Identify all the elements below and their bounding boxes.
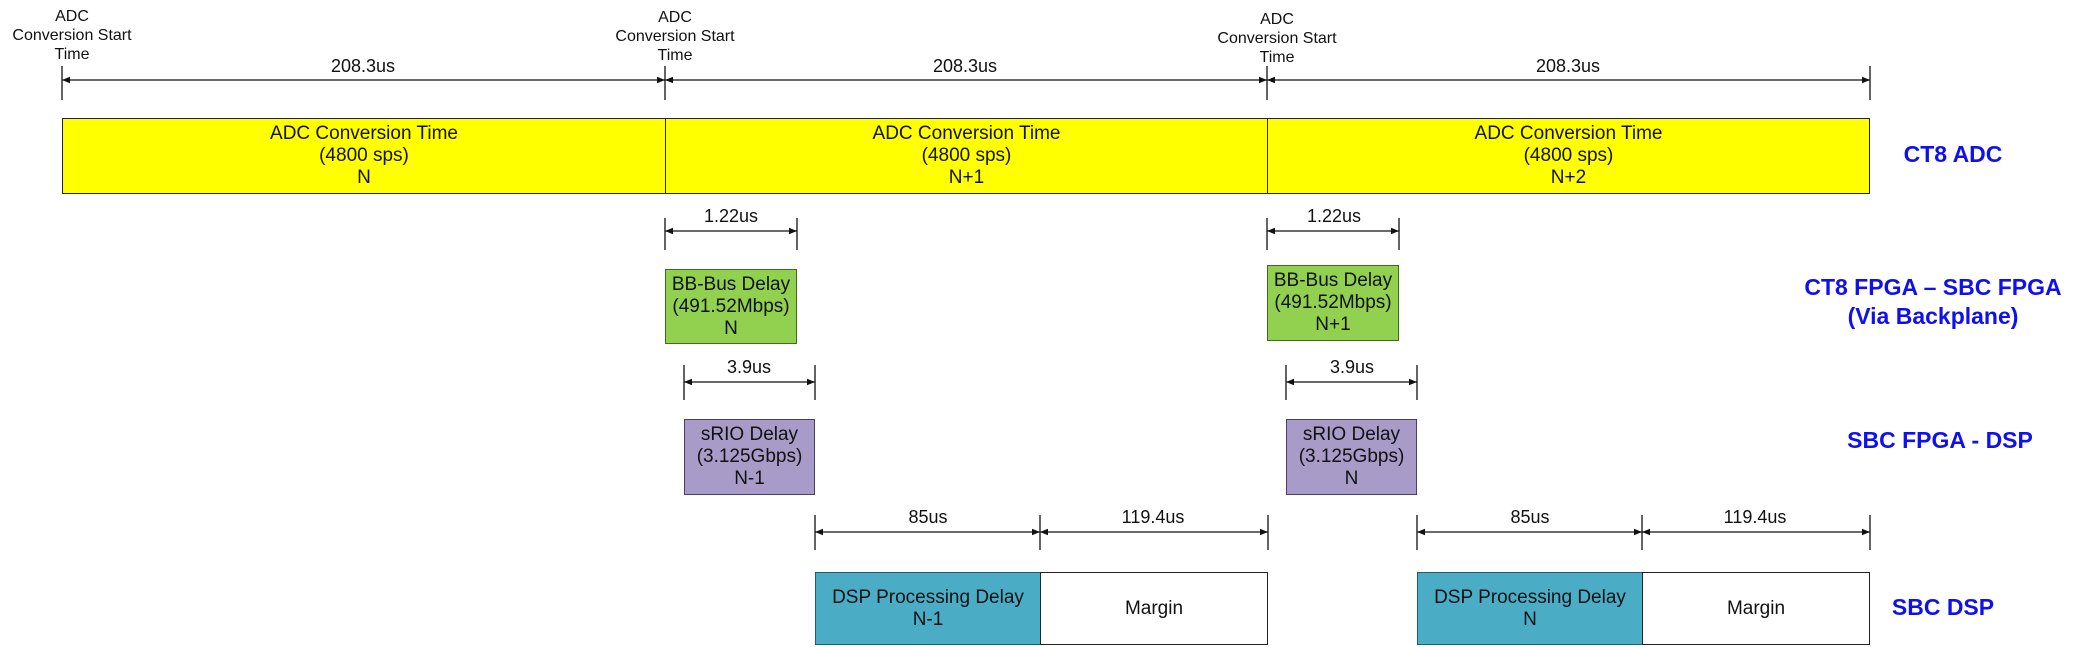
adc-start-label-2: ADC Conversion Start Time [605,8,745,65]
bb-dim-label-2: 1.22us [1306,206,1362,226]
box-text: N+2 [1550,167,1587,188]
period-dim-label-1: 208.3us [330,56,396,76]
start-label-line: ADC [55,8,89,25]
start-label-line: Conversion Start [1217,30,1337,47]
start-label-line: Conversion Start [12,27,132,44]
row-label-ct8-fpga-sbc-fpga: CT8 FPGA – SBC FPGA (Via Backplane) [1783,273,2083,331]
bb-bus-delay-box-n: BB-Bus Delay (491.52Mbps) N [665,269,797,344]
box-text: (3.125Gbps) [1298,446,1405,467]
dsp-dim-label-1: 85us [908,507,948,527]
box-text: sRIO Delay [700,424,799,445]
margin-dim-label-2: 119.4us [1723,507,1787,527]
box-text: N [1523,608,1537,630]
row-label-sbc-dsp: SBC DSP [1793,593,2092,622]
start-label-line: Time [54,46,90,63]
adc-start-label-1: ADC Conversion Start Time [2,7,142,64]
box-text: (3.125Gbps) [696,446,803,467]
srio-dim-label-2: 3.9us [1329,357,1375,377]
box-text: ADC Conversion Time [872,123,1061,144]
margin-dim-label-1: 119.4us [1121,507,1185,527]
box-text: N [724,317,738,339]
dsp-processing-box-n: DSP Processing Delay N [1417,572,1643,645]
row-label-line: (Via Backplane) [1847,303,2019,329]
box-text: BB-Bus Delay [671,273,791,295]
box-text: N-1 [912,608,944,630]
row-label-ct8-adc: CT8 ADC [1803,140,2092,169]
period-dim-label-2: 208.3us [932,56,998,76]
box-text: (4800 sps) [319,145,409,166]
margin-box-1: Margin [1040,572,1268,645]
bb-bus-delay-box-n1: BB-Bus Delay (491.52Mbps) N+1 [1267,265,1399,341]
start-label-line: ADC [658,9,692,26]
srio-delay-box-n: sRIO Delay (3.125Gbps) N [1286,419,1417,495]
adc-conversion-box-n: ADC Conversion Time (4800 sps) N [62,118,666,194]
srio-dim-label-1: 3.9us [726,357,772,377]
row-label-line: CT8 ADC [1903,141,2003,167]
start-label-line: Time [657,47,693,64]
srio-delay-box-n-minus-1: sRIO Delay (3.125Gbps) N-1 [684,419,815,495]
bb-dim-label-1: 1.22us [703,206,759,226]
box-text: (4800 sps) [921,145,1012,166]
box-text: N [357,167,371,188]
row-label-line: SBC FPGA - DSP [1847,427,2033,453]
box-text: DSP Processing Delay [832,586,1024,608]
box-text: (4800 sps) [1523,145,1614,166]
dsp-dim-label-2: 85us [1510,507,1550,527]
adc-conversion-box-n1: ADC Conversion Time (4800 sps) N+1 [665,118,1268,194]
box-text: N+1 [948,167,985,188]
box-text: sRIO Delay [1302,424,1401,445]
adc-start-label-3: ADC Conversion Start Time [1207,10,1347,67]
period-dim-label-3: 208.3us [1535,56,1601,76]
start-label-line: Time [1259,49,1295,66]
start-label-line: ADC [1260,11,1294,28]
row-label-line: CT8 FPGA – SBC FPGA [1804,274,2062,300]
box-text: N-1 [734,468,765,489]
box-text: ADC Conversion Time [1474,123,1663,144]
dsp-processing-box-n-minus-1: DSP Processing Delay N-1 [815,572,1041,645]
box-text: Margin [1726,597,1786,619]
row-label-line: SBC DSP [1891,594,1995,620]
box-text: Margin [1124,597,1184,619]
margin-box-2: Margin [1642,572,1870,645]
box-text: N+1 [1315,314,1351,335]
adc-conversion-box-n2: ADC Conversion Time (4800 sps) N+2 [1267,118,1870,194]
box-text: (491.52Mbps) [672,295,790,317]
start-label-line: Conversion Start [615,28,735,45]
box-text: DSP Processing Delay [1434,586,1626,608]
box-text: ADC Conversion Time [270,123,458,144]
box-text: (491.52Mbps) [1274,292,1392,313]
box-text: BB-Bus Delay [1273,270,1393,291]
row-label-sbc-fpga-dsp: SBC FPGA - DSP [1790,426,2090,455]
box-text: N [1344,468,1359,489]
